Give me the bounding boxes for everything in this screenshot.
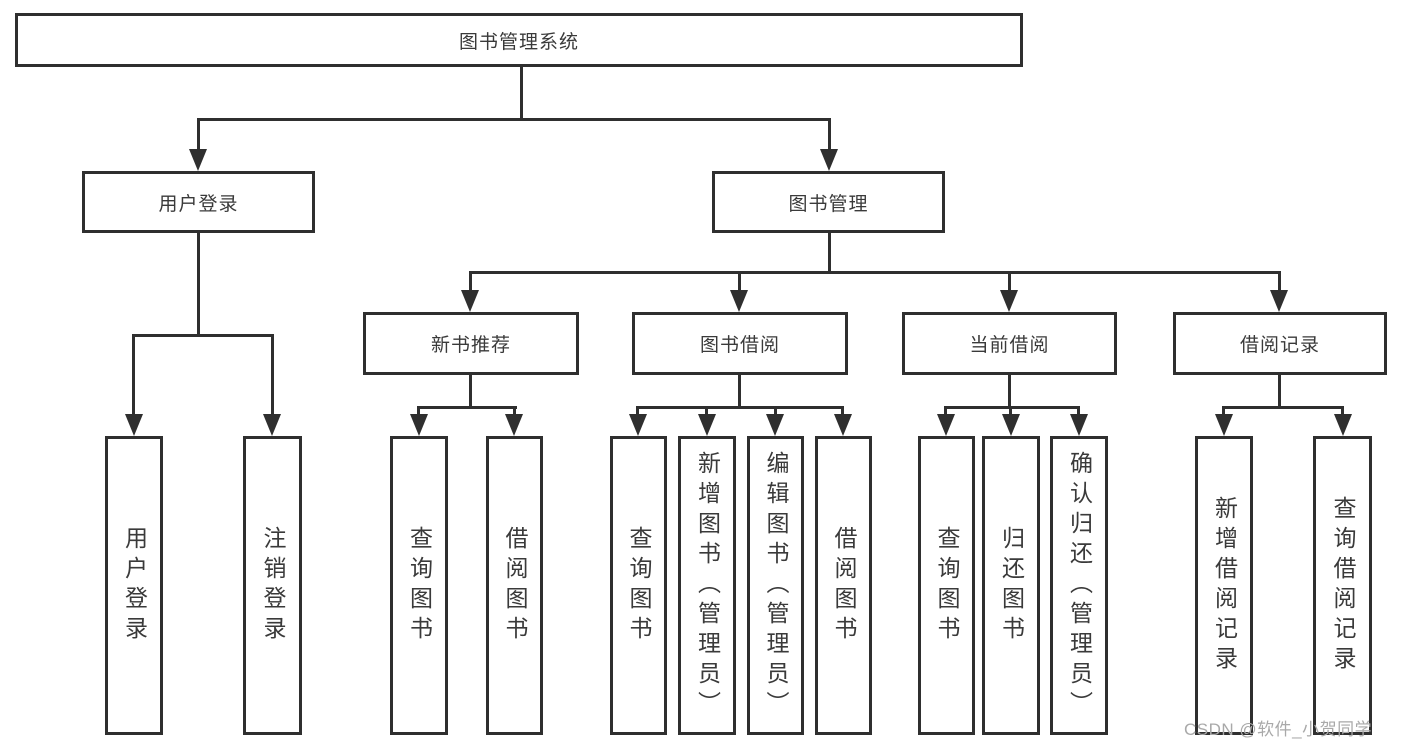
connector-vline [469,375,472,409]
arrow-down-icon [730,290,748,312]
arrow-down-icon [1002,414,1020,436]
connector-vline [774,406,777,416]
watermark: CSDN @软件_小贺同学 [1184,720,1373,739]
arrow-down-icon [189,149,207,171]
connector-hline [417,406,517,409]
node-book-management: 图书管理 [712,171,945,233]
connector-vline [738,271,741,292]
arrow-down-icon [1270,290,1288,312]
connector-vline [828,233,831,273]
node-current-borrow: 当前借阅 [902,312,1117,375]
leaf-query-books-borrow: 查询图书 [610,436,667,735]
connector-vline [1222,406,1225,416]
connector-hline [469,271,1281,274]
connector-vline [132,334,135,416]
leaf-user-login: 用户登录 [105,436,163,735]
connector-vline [469,271,472,292]
arrow-down-icon [698,414,716,436]
leaf-edit-books-admin: 编辑图书（管理员） [747,436,804,735]
arrow-down-icon [1334,414,1352,436]
connector-vline [513,406,516,416]
connector-vline [1008,271,1011,292]
leaf-add-books-admin: 新增图书（管理员） [678,436,736,735]
leaf-borrow-books: 借阅图书 [815,436,872,735]
node-user-login: 用户登录 [82,171,315,233]
connector-hline [1222,406,1344,409]
arrow-down-icon [505,414,523,436]
arrow-down-icon [834,414,852,436]
connector-vline [1278,271,1281,292]
node-book-borrow: 图书借阅 [632,312,848,375]
connector-vline [1278,375,1281,409]
arrow-down-icon [629,414,647,436]
leaf-confirm-return-admin: 确认归还（管理员） [1050,436,1108,735]
arrow-down-icon [1215,414,1233,436]
connector-vline [841,406,844,416]
leaf-add-borrow-record: 新增借阅记录 [1195,436,1253,735]
arrow-down-icon [820,149,838,171]
arrow-down-icon [1070,414,1088,436]
arrow-down-icon [1000,290,1018,312]
connector-hline [132,334,274,337]
connector-vline [520,66,523,120]
arrow-down-icon [937,414,955,436]
connector-vline [271,334,274,416]
node-new-book-recommend: 新书推荐 [363,312,579,375]
connector-vline [828,118,831,151]
leaf-logout: 注销登录 [243,436,302,735]
connector-vline [944,406,947,416]
arrow-down-icon [766,414,784,436]
node-root: 图书管理系统 [15,13,1023,67]
connector-vline [197,118,200,151]
connector-vline [738,375,741,409]
arrow-down-icon [263,414,281,436]
connector-hline [636,406,844,409]
leaf-query-borrow-record: 查询借阅记录 [1313,436,1372,735]
node-borrow-records: 借阅记录 [1173,312,1387,375]
arrow-down-icon [125,414,143,436]
leaf-query-books-recommend: 查询图书 [390,436,448,735]
leaf-return-books: 归还图书 [982,436,1040,735]
connector-vline [417,406,420,416]
connector-vline [197,233,200,337]
connector-vline [1077,406,1080,416]
connector-hline [944,406,1080,409]
leaf-borrow-books-recommend: 借阅图书 [486,436,543,735]
connector-vline [1009,406,1012,416]
connector-vline [1008,375,1011,409]
arrow-down-icon [410,414,428,436]
arrow-down-icon [461,290,479,312]
connector-vline [636,406,639,416]
connector-vline [705,406,708,416]
connector-vline [1341,406,1344,416]
connector-hline [197,118,831,121]
leaf-query-books-current: 查询图书 [918,436,975,735]
